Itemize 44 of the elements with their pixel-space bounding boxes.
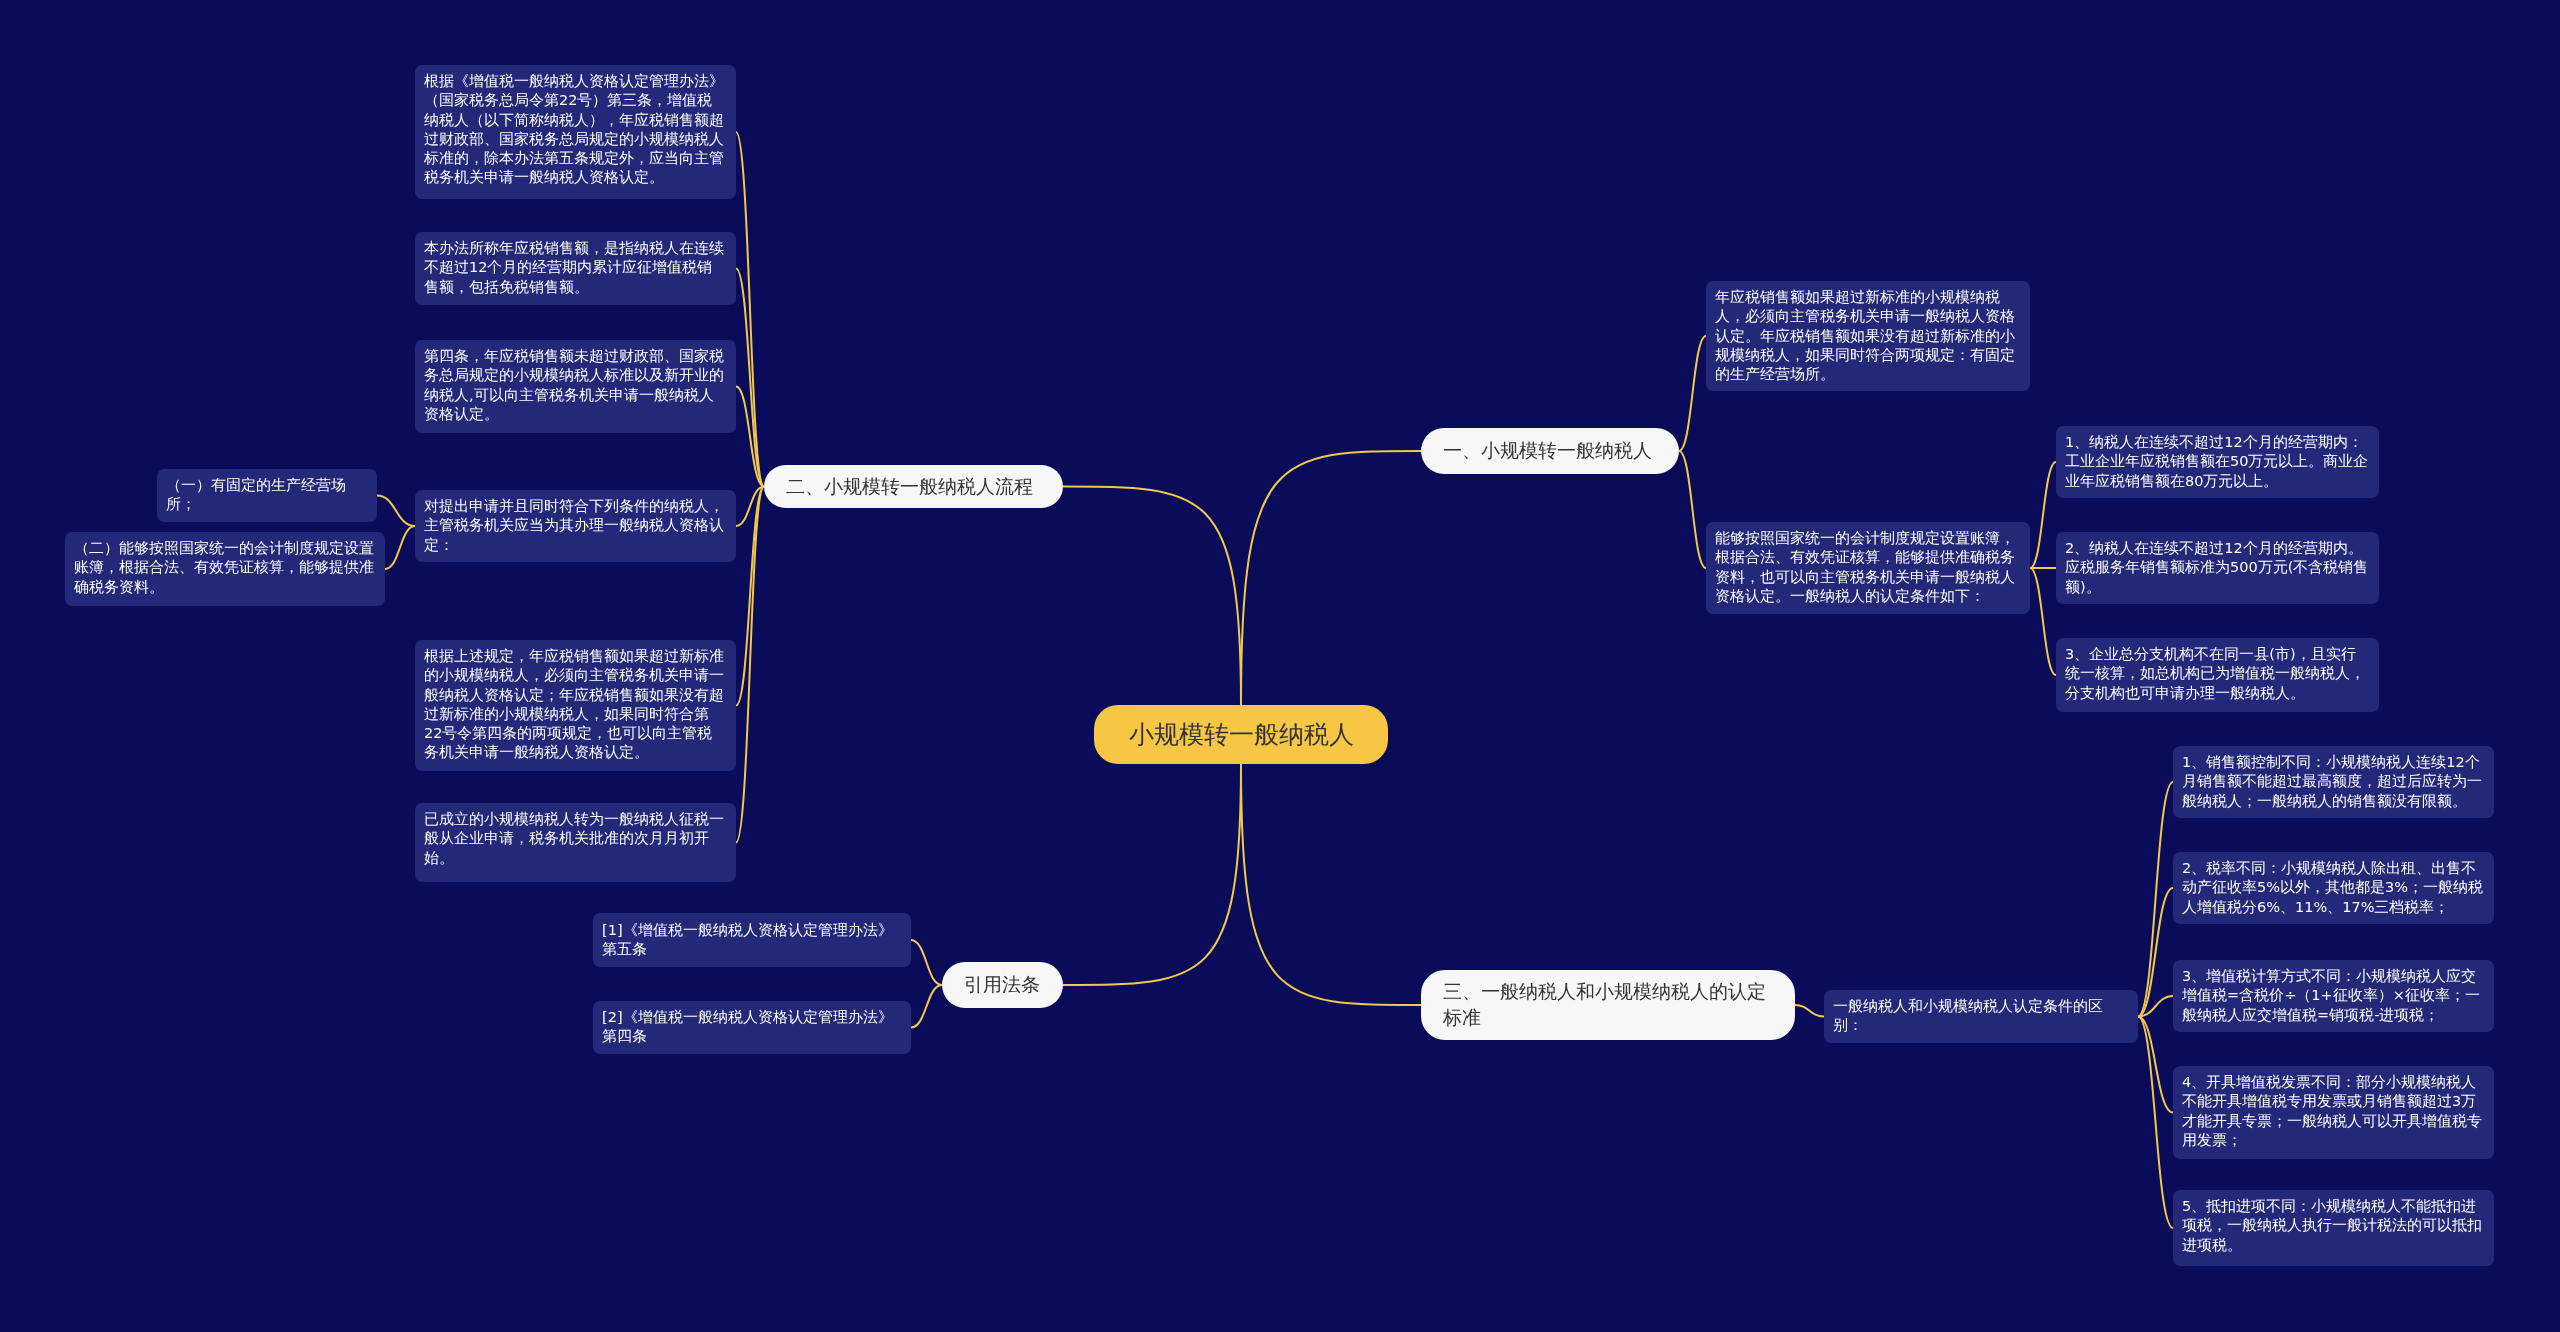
text-box: 第四条，年应税销售额未超过财政部、国家税务总局规定的小规模纳税人标准以及新开业的纳税人,可以向主管税务机关申请一般纳税人资格认定。 xyxy=(415,340,736,433)
text-box: [2]《增值税一般纳税人资格认定管理办法》第四条 xyxy=(593,1001,911,1054)
text-box: （一）有固定的生产经营场所； xyxy=(157,469,377,522)
text-box: 1、纳税人在连续不超过12个月的经营期内：工业企业年应税销售额在50万元以上。商业企业年应税销售额在80万元以上。 xyxy=(2056,426,2379,498)
connector-line xyxy=(1678,335,1707,452)
text-box: 5、抵扣进项不同：小规模纳税人不能抵扣进项税，一般纳税人执行一般计税法的可以抵扣进项税。 xyxy=(2173,1190,2494,1266)
connector-line xyxy=(2137,1015,2174,1229)
topic-box: 三、一般纳税人和小规模纳税人的认定标准 xyxy=(1421,970,1795,1040)
connector-line xyxy=(2029,567,2057,676)
connector-line xyxy=(735,485,765,527)
connector-line xyxy=(735,485,765,707)
connector-line xyxy=(2137,995,2174,1018)
connector-line xyxy=(735,385,765,488)
text-box: 2、纳税人在连续不超过12个月的经营期内。应税服务年销售额标准为500万元(不含税销售额)。 xyxy=(2056,532,2379,604)
connector-line xyxy=(2137,887,2174,1018)
text-box: 根据《增值税一般纳税人资格认定管理办法》（国家税务总局令第22号）第三条，增值税纳税人（以下简称纳税人），年应税销售额超过财政部、国家税务总局规定的小规模纳税人标准的，除本办法第五条规定外，应当向主管税务机关申请一般纳税人资格认定。 xyxy=(415,65,736,199)
text-box: 2、税率不同：小规模纳税人除出租、出售不动产征收率5%以外，其他都是3%；一般纳税人增值税分6%、11%、17%三档税率； xyxy=(2173,852,2494,924)
connector-line xyxy=(2137,1015,2174,1114)
topic-box: 二、小规模转一般纳税人流程 xyxy=(764,465,1063,508)
text-box: 3、企业总分支机构不在同一县(市)，且实行统一核算，如总机构已为增值税一般纳税人，分支机构也可申请办理一般纳税人。 xyxy=(2056,638,2379,712)
text-box: 已成立的小规模纳税人转为一般纳税人征税一般从企业申请，税务机关批准的次月月初开始。 xyxy=(415,803,736,882)
text-box: [1]《增值税一般纳税人资格认定管理办法》第五条 xyxy=(593,913,911,967)
text-box: 4、开具增值税发票不同：部分小规模纳税人不能开具增值税专用发票或月销售额超过3万才能开具专票；一般纳税人可以开具增值税专用发票； xyxy=(2173,1066,2494,1159)
connector-line xyxy=(2029,567,2057,569)
text-box: 对提出申请并且同时符合下列条件的纳税人，主管税务机关应当为其办理一般纳税人资格认定： xyxy=(415,490,736,562)
connector-line xyxy=(735,267,765,488)
connector-line xyxy=(735,485,765,844)
topic-box: 引用法条 xyxy=(942,962,1063,1008)
text-box: 3、增值税计算方式不同：小规模纳税人应交增值税=含税价÷（1+征收率）×征收率；一般纳税人应交增值税=销项税-进项税； xyxy=(2173,960,2494,1032)
connector-line xyxy=(910,939,943,986)
text-box: 本办法所称年应税销售额，是指纳税人在连续不超过12个月的经营期内累计应征增值税销售额，包括免税销售额。 xyxy=(415,232,736,305)
text-box: 一般纳税人和小规模纳税人认定条件的区别： xyxy=(1824,990,2138,1043)
central-topic: 小规模转一般纳税人 xyxy=(1094,705,1388,764)
text-box: 根据上述规定，年应税销售额如果超过新标准的小规模纳税人，必须向主管税务机关申请一般纳税人资格认定；年应税销售额如果没有超过新标准的小规模纳税人，如果同时符合第22号令第四条的两项规定，也可以向主管税务机关申请一般纳税人资格认定。 xyxy=(415,640,736,771)
text-box: （二）能够按照国家统一的会计制度规定设置账簿，根据合法、有效凭证核算，能够提供准确税务资料。 xyxy=(65,532,385,606)
text-box: 年应税销售额如果超过新标准的小规模纳税人，必须向主管税务机关申请一般纳税人资格认定。年应税销售额如果没有超过新标准的小规模纳税人，如果同时符合两项规定：有固定的生产经营场所。 xyxy=(1706,281,2030,392)
connector-line xyxy=(1794,1004,1825,1018)
text-box: 能够按照国家统一的会计制度规定设置账簿，根据合法、有效凭证核算，能够提供准确税务资料，也可以向主管税务机关申请一般纳税人资格认定。一般纳税人的认定条件如下： xyxy=(1706,522,2030,614)
text-box: 1、销售额控制不同：小规模纳税人连续12个月销售额不能超过最高额度，超过后应转为一般纳税人；一般纳税人的销售额没有限额。 xyxy=(2173,746,2494,818)
connector-line xyxy=(1678,450,1707,569)
topic-box: 一、小规模转一般纳税人 xyxy=(1421,428,1679,474)
connector-line xyxy=(2029,461,2057,569)
connector-line xyxy=(910,984,943,1029)
connector-line xyxy=(384,525,416,570)
